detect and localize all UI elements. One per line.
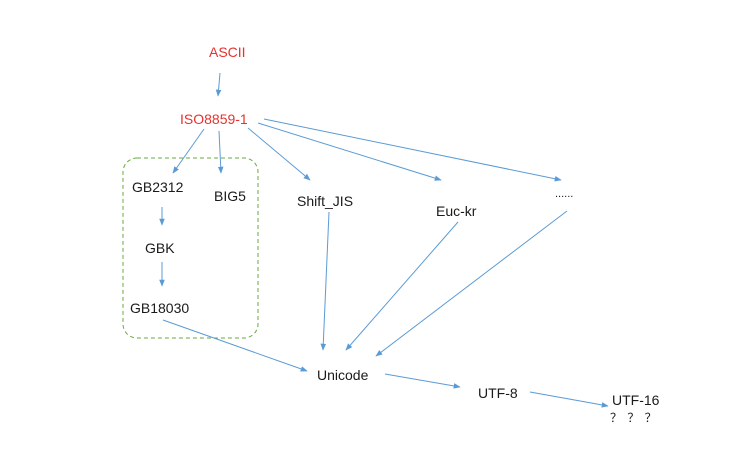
node-utf-16: UTF-16	[612, 392, 660, 408]
node-unicode: Unicode	[317, 367, 369, 383]
node-ellipsis: ......	[555, 188, 574, 200]
chinese-encodings-group	[122, 157, 259, 339]
arrow-ascii-to-iso8859	[215, 72, 222, 97]
arrow-euc-kr-to-unicode	[345, 221, 459, 351]
node-ascii: ASCII	[209, 44, 246, 60]
node-iso8859-1: ISO8859-1	[180, 111, 248, 127]
arrow-iso8859-to-gb2312	[172, 128, 205, 174]
arrow-iso8859-to-big5	[217, 130, 224, 174]
arrow-iso8859-to-euc-kr	[257, 122, 442, 181]
node-utf-16-note: ？ ？ ？	[610, 411, 658, 425]
node-euc-kr: Euc-kr	[436, 203, 477, 219]
arrow-utf8-to-utf16	[529, 391, 609, 408]
arrow-iso8859-to-ellipsis	[263, 118, 562, 182]
node-big5: BIG5	[214, 188, 246, 204]
arrow-shift-jis-to-unicode	[320, 211, 330, 351]
node-shift-jis: Shift_JIS	[297, 193, 354, 209]
arrow-gb18030-to-unicode	[162, 319, 308, 372]
arrow-unicode-to-utf8	[384, 373, 461, 389]
node-utf-8: UTF-8	[478, 385, 518, 401]
node-gb2312: GB2312	[132, 179, 184, 195]
arrow-iso8859-to-shift-jis	[247, 127, 311, 181]
node-gbk: GBK	[145, 240, 175, 256]
node-gb18030: GB18030	[130, 300, 190, 316]
arrow-ellipsis-to-unicode	[375, 210, 568, 357]
